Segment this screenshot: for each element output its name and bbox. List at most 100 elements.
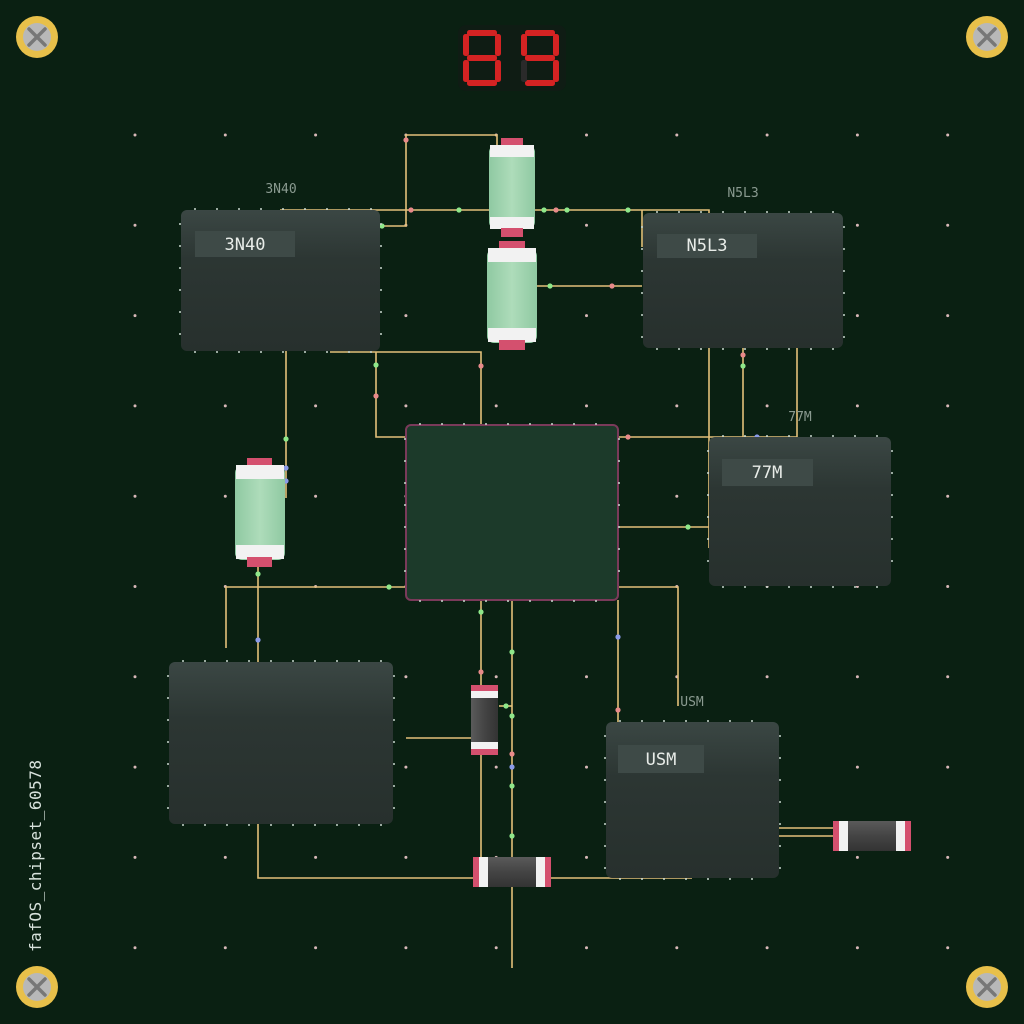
- chip-USM[interactable]: USM USM: [606, 695, 779, 878]
- grid-dot: [133, 404, 137, 408]
- segment-e: [463, 60, 469, 82]
- chip-pin: [788, 586, 790, 588]
- chip-pin: [729, 720, 731, 722]
- grid-dot: [494, 404, 498, 408]
- chip-pin: [167, 741, 169, 743]
- chip-pin: [404, 548, 406, 550]
- chip-pin: [358, 660, 360, 662]
- chip-pin: [304, 351, 306, 353]
- grid-dot: [404, 314, 408, 318]
- chip-77M-caption: 77M: [788, 410, 812, 425]
- grid-dot: [133, 133, 137, 137]
- grid-dot: [314, 855, 318, 859]
- chip-unlabeled[interactable]: [169, 662, 393, 824]
- grid-dot: [675, 494, 679, 498]
- chip-pin: [314, 660, 316, 662]
- chip-pin: [167, 763, 169, 765]
- segment-f: [521, 34, 527, 56]
- chip-pin: [216, 351, 218, 353]
- grid-dot: [404, 765, 408, 769]
- trace-junction: [509, 751, 515, 757]
- chip-pin: [529, 423, 531, 425]
- chip-pin: [810, 435, 812, 437]
- chip-pin: [766, 211, 768, 213]
- chip-pin: [595, 600, 597, 602]
- trace-junction: [509, 649, 515, 655]
- chip-pin: [380, 245, 382, 247]
- chip-pin: [282, 208, 284, 210]
- trace-junction: [509, 713, 515, 719]
- chip-pin: [604, 867, 606, 869]
- capacitor-top[interactable]: [489, 138, 535, 237]
- chip-pin: [618, 548, 620, 550]
- chip-pin: [348, 208, 350, 210]
- chip-pin: [248, 824, 250, 826]
- chip-pin: [348, 351, 350, 353]
- chip-pin: [507, 600, 509, 602]
- chip-pin: [656, 348, 658, 350]
- chip-pin: [766, 586, 768, 588]
- chip-pin: [876, 586, 878, 588]
- chip-pin: [779, 757, 781, 759]
- trace-junction: [553, 207, 559, 213]
- segment-c: [553, 60, 559, 82]
- screw-icon: [966, 966, 1008, 1008]
- trace-junction: [503, 703, 509, 709]
- chip-pin: [194, 208, 196, 210]
- grid-dot: [855, 314, 859, 318]
- grid-dot: [314, 946, 318, 950]
- chip-N5L3[interactable]: N5L3 N5L3: [643, 186, 843, 348]
- chip-pin: [393, 807, 395, 809]
- cpu-chip[interactable]: [405, 424, 619, 601]
- resistor-bottom[interactable]: [473, 857, 551, 887]
- chip-pin: [463, 423, 465, 425]
- grid-dot: [223, 946, 227, 950]
- chip-pin: [891, 494, 893, 496]
- chip-pin: [404, 460, 406, 462]
- chip-77M[interactable]: 77M 77M: [709, 410, 891, 586]
- chip-pin: [854, 435, 856, 437]
- grid-dot: [585, 223, 588, 227]
- resistor-right[interactable]: [833, 821, 911, 851]
- chip-pin: [393, 719, 395, 721]
- chip-pin: [810, 586, 812, 588]
- chip-pin: [380, 824, 382, 826]
- chip-pin: [619, 878, 621, 880]
- chip-pin: [604, 845, 606, 847]
- chip-pin: [179, 267, 181, 269]
- chip-pin: [419, 423, 421, 425]
- capacitor-middle[interactable]: [487, 241, 537, 350]
- grid-dot: [946, 494, 950, 498]
- chip-pin: [393, 697, 395, 699]
- trace-junction: [283, 436, 289, 442]
- chip-pin: [179, 245, 181, 247]
- resistor-vertical[interactable]: [471, 685, 498, 755]
- chip-pin: [779, 823, 781, 825]
- grid-dot: [675, 404, 679, 408]
- chip-pin: [891, 450, 893, 452]
- chip-pin: [226, 824, 228, 826]
- trace-junction: [373, 362, 379, 368]
- trace-junction: [456, 207, 462, 213]
- grid-dot: [585, 404, 588, 408]
- chip-pin: [573, 423, 575, 425]
- grid-dot: [494, 765, 498, 769]
- trace-junction: [615, 707, 621, 713]
- chip-pin: [204, 660, 206, 662]
- segment-d: [525, 80, 555, 86]
- chip-pin: [854, 586, 856, 588]
- chip-pin: [485, 600, 487, 602]
- trace-junction: [625, 207, 631, 213]
- chip-3N40-label: 3N40: [225, 235, 266, 255]
- chip-pin: [551, 423, 553, 425]
- chip-pin: [891, 538, 893, 540]
- chip-pin: [314, 824, 316, 826]
- segment-g: [525, 55, 555, 61]
- grid-dot: [133, 765, 137, 769]
- chip-pin: [167, 675, 169, 677]
- capacitor-left[interactable]: [235, 458, 285, 567]
- trace-junction: [541, 207, 547, 213]
- chip-3N40[interactable]: 3N40 3N40: [181, 182, 380, 351]
- segment-a: [467, 30, 497, 36]
- chip-pin: [843, 270, 845, 272]
